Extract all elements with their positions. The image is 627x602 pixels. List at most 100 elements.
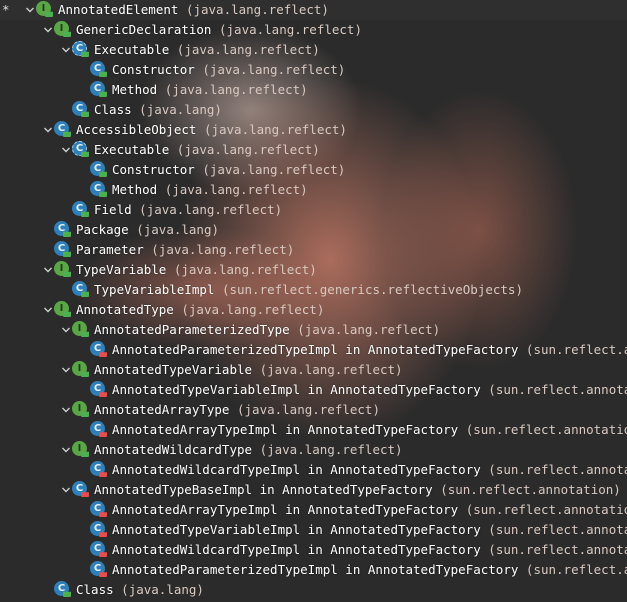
type-name: AnnotatedParameterizedTypeImpl in Annota…	[112, 342, 519, 357]
tree-row-label: GenericDeclaration (java.lang.reflect)	[76, 20, 362, 40]
tree-row[interactable]: I AnnotatedArrayType (java.lang.reflect)	[0, 400, 627, 420]
type-name: Constructor	[112, 62, 195, 77]
tree-row-label: AnnotatedArrayTypeImpl in AnnotatedTypeF…	[112, 500, 627, 520]
type-name: Package	[76, 222, 129, 237]
type-name: Method	[112, 182, 158, 197]
public-unlock-icon	[99, 91, 107, 97]
package-name: (java.lang.reflect)	[151, 242, 295, 257]
chevron-down-icon[interactable]	[60, 40, 72, 60]
public-unlock-icon	[63, 251, 71, 257]
private-lock-icon	[99, 512, 107, 517]
type-name: AnnotatedArrayType	[94, 402, 230, 417]
chevron-down-icon[interactable]	[42, 300, 54, 320]
type-name: AnnotatedTypeVariable	[94, 362, 253, 377]
package-name: (java.lang.reflect)	[202, 162, 346, 177]
package-name: (sun.reflect.generics.reflectiveObjects)	[221, 282, 523, 297]
tree-row-label: AnnotatedArrayTypeImpl in AnnotatedTypeF…	[112, 420, 627, 440]
package-name: (java.lang.reflect)	[237, 402, 380, 417]
tree-row-label: AnnotatedWildcardType (java.lang.reflect…	[94, 440, 403, 460]
public-unlock-icon	[81, 291, 89, 297]
chevron-down-icon[interactable]	[60, 360, 72, 380]
interface-icon: I	[54, 301, 71, 318]
chevron-down-icon[interactable]	[42, 120, 54, 140]
tree-row-label: Constructor (java.lang.reflect)	[112, 160, 345, 180]
type-name: AnnotatedWildcardType	[94, 442, 253, 457]
tree-row-label: AnnotatedParameterizedType (java.lang.re…	[94, 320, 440, 340]
public-unlock-icon	[81, 111, 89, 117]
chevron-down-icon[interactable]	[60, 400, 72, 420]
private-lock-icon	[99, 572, 107, 577]
class-icon: C	[90, 381, 107, 398]
type-name: AnnotatedElement	[58, 2, 179, 17]
chevron-down-icon[interactable]	[60, 320, 72, 340]
package-name: (sun.reflect.annotation)	[488, 522, 627, 537]
class-icon: C	[54, 221, 71, 238]
package-name: (java.lang.reflect)	[181, 302, 325, 317]
type-name: Parameter	[76, 242, 144, 257]
package-name: (java.lang.reflect)	[164, 182, 308, 197]
tree-row-label: Method (java.lang.reflect)	[112, 180, 308, 200]
class-icon: C	[90, 541, 107, 558]
class-icon: C	[90, 461, 107, 478]
tree-row-label: TypeVariable (java.lang.reflect)	[76, 260, 317, 280]
type-name: AnnotatedParameterizedType	[94, 322, 290, 337]
package-name: (java.lang.reflect)	[164, 82, 308, 97]
public-unlock-icon	[81, 331, 89, 337]
public-unlock-icon	[63, 311, 71, 317]
package-name: (java.lang.reflect)	[185, 2, 329, 17]
chevron-down-icon[interactable]	[60, 480, 72, 500]
chevron-down-icon[interactable]	[24, 0, 36, 20]
tree-row-label: AnnotatedArrayType (java.lang.reflect)	[94, 400, 380, 420]
class-icon: C	[90, 521, 107, 538]
chevron-down-icon[interactable]	[42, 20, 54, 40]
tree-row[interactable]: C AnnotatedTypeVariableImpl in AnnotatedT…	[0, 520, 627, 540]
type-name: AccessibleObject	[76, 122, 197, 137]
tree-row-label: AnnotatedTypeVariable (java.lang.reflect…	[94, 360, 403, 380]
chevron-down-icon[interactable]	[60, 140, 72, 160]
package-name: (java.lang.reflect)	[203, 122, 347, 137]
chevron-down-icon[interactable]	[42, 260, 54, 280]
package-name: (sun.reflect.annotation)	[440, 482, 621, 497]
interface-icon: I	[72, 401, 89, 418]
package-name: (sun.reflect.annota	[525, 562, 627, 577]
package-name: (java.lang.reflect)	[139, 202, 283, 217]
type-name: AnnotatedTypeVariableImpl in AnnotatedTy…	[112, 522, 481, 537]
chevron-down-icon[interactable]	[60, 440, 72, 460]
package-name: (sun.reflect.annota	[525, 342, 627, 357]
package-name: (java.lang.reflect)	[202, 62, 346, 77]
package-name: (java.lang)	[121, 582, 204, 597]
tree-row-label: Class (java.lang)	[94, 100, 222, 120]
tree-row-label: AnnotatedParameterizedTypeImpl in Annota…	[112, 340, 627, 360]
package-name: (java.lang)	[139, 102, 222, 117]
type-name: Class	[94, 102, 132, 117]
